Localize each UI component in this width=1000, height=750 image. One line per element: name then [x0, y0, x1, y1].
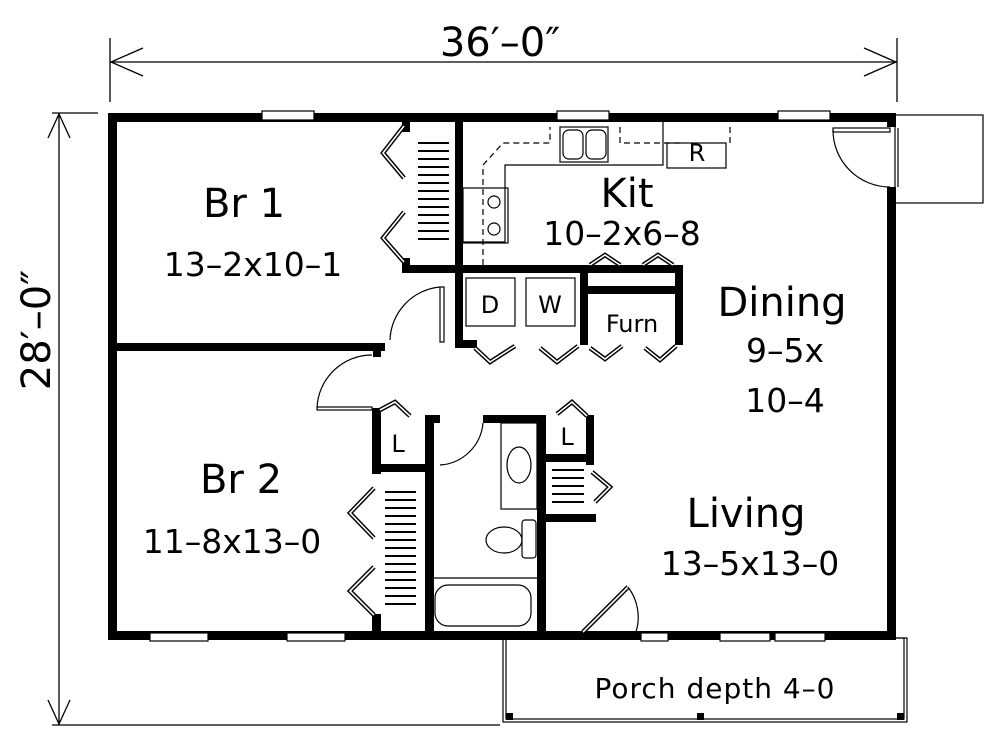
dryer-label: D: [481, 291, 499, 319]
refrigerator: R: [666, 139, 727, 169]
depth-dimension-label: 28′–0″: [14, 270, 60, 390]
washer-label: W: [538, 291, 562, 319]
br1-size: 13–2x10–1: [164, 245, 343, 284]
vanity: [500, 422, 538, 510]
front-door[interactable]: [581, 585, 639, 634]
bath-door[interactable]: [439, 422, 484, 466]
swing-doors[interactable]: [316, 127, 899, 634]
laundry: D W Furn: [465, 277, 658, 338]
room-dining: Dining 9–5x 10–4: [717, 280, 846, 420]
bathroom-fixtures: [434, 422, 538, 627]
room-br1: Br 1 13–2x10–1: [164, 181, 343, 284]
toilet: [485, 519, 537, 559]
living-size: 13–5x13–0: [661, 544, 840, 583]
kitchen-counters: R: [462, 122, 731, 265]
br1-door[interactable]: [389, 286, 445, 343]
linen-closet-left-label: L: [391, 430, 405, 458]
windows: [149, 110, 831, 642]
furnace-label: Furn: [606, 310, 658, 338]
br1-name: Br 1: [203, 181, 285, 227]
side-door[interactable]: [832, 127, 899, 188]
depth-dimension: 28′–0″: [14, 112, 500, 726]
interior-walls: [108, 122, 683, 639]
bifold-doors[interactable]: [346, 124, 678, 617]
dining-size-line2: 10–4: [745, 381, 825, 420]
room-br2: Br 2 11–8x13–0: [143, 457, 322, 561]
refrigerator-label: R: [689, 139, 706, 167]
dining-name: Dining: [717, 280, 846, 326]
dining-size-line1: 9–5x: [746, 331, 824, 370]
bathtub: [434, 577, 537, 627]
closet-shelving: [385, 142, 584, 605]
porch: Porch depth 4–0: [502, 637, 908, 723]
room-kitchen: Kit 10–2x6–8: [543, 171, 701, 253]
side-stoop: [894, 114, 984, 204]
kitchen-size: 10–2x6–8: [543, 214, 701, 253]
room-living: Living 13–5x13–0: [661, 491, 840, 583]
exterior-walls: [108, 113, 896, 640]
linen-closet-right-label: L: [560, 423, 574, 451]
range: [487, 195, 501, 236]
br2-size: 11–8x13–0: [143, 522, 322, 561]
width-dimension: 36′–0″: [109, 20, 898, 102]
living-name: Living: [687, 491, 806, 537]
br2-door[interactable]: [316, 354, 373, 411]
width-dimension-label: 36′–0″: [440, 20, 560, 66]
br2-name: Br 2: [200, 457, 282, 503]
kitchen-name: Kit: [600, 171, 653, 217]
kitchen-sink: [559, 126, 609, 163]
porch-label: Porch depth 4–0: [595, 672, 836, 705]
